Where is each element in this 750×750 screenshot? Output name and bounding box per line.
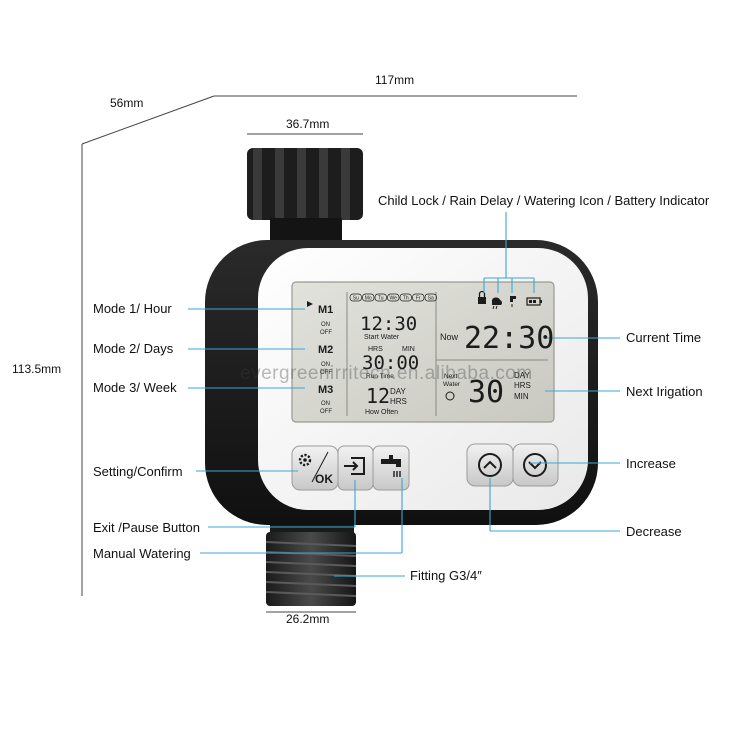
mode1-callout: Mode 1/ Hour xyxy=(93,301,172,316)
day-pill-label: We xyxy=(390,296,398,302)
clock-icon xyxy=(445,391,455,401)
mode2-on: ON xyxy=(321,362,330,368)
exit-callout: Exit /Pause Button xyxy=(93,520,200,535)
setting-callout: Setting/Confirm xyxy=(93,464,183,479)
watermark: evergreenirritech.en.alibaba.com xyxy=(240,363,533,384)
manual-watering-button[interactable] xyxy=(372,445,410,491)
mode3-off: OFF xyxy=(320,409,332,415)
lcd-status-icons xyxy=(478,290,542,310)
day-pill xyxy=(424,293,437,302)
rain-delay-icon xyxy=(491,297,502,310)
day-pill xyxy=(399,293,412,302)
next-irrigation-display: 30 xyxy=(468,375,504,410)
battery-icon xyxy=(526,297,542,306)
mode1-label: M1 xyxy=(318,304,333,316)
inlet-nut xyxy=(247,148,363,244)
next-min-label: MIN xyxy=(514,392,529,401)
frequency-day-label: DAY xyxy=(390,387,407,396)
day-pill-label: Th xyxy=(403,296,409,302)
faucet-icon xyxy=(381,455,401,477)
next-hrs-label: HRS xyxy=(514,381,531,390)
start-time-display: 12:30 xyxy=(360,313,417,335)
depth-dimension: 56mm xyxy=(110,96,144,110)
mode2-callout: Mode 2/ Days xyxy=(93,341,174,356)
water-label: Water xyxy=(443,381,461,388)
run-time-caption: Run Time xyxy=(366,373,394,380)
mode1-on: ON xyxy=(321,322,330,328)
inlet-dimension: 36.7mm xyxy=(286,117,330,131)
callout-lines xyxy=(188,212,620,577)
day-pill xyxy=(362,293,375,302)
current-time-callout: Current Time xyxy=(626,330,702,345)
day-pill xyxy=(374,293,387,302)
frequency-display: 12 xyxy=(366,384,390,408)
width-dimension: 117mm xyxy=(375,73,415,87)
day-pill-label: Tu xyxy=(378,296,384,302)
outlet-dimension: 26.2mm xyxy=(286,612,330,626)
how-often-caption: How Often xyxy=(365,409,398,416)
min-caption: MIN xyxy=(402,346,415,353)
mode-cursor-icon xyxy=(307,301,313,307)
height-dimension: 113.5mm xyxy=(12,362,62,376)
day-pill-label: Su xyxy=(353,296,359,302)
duration-display: 30:00 xyxy=(362,352,419,374)
day-pill-label: Mo xyxy=(365,296,372,302)
lcd-day-row: Su Mo Tu We Th Fr Sa xyxy=(349,293,437,302)
next-day-label: DAY xyxy=(514,371,531,380)
mode3-label: M3 xyxy=(318,384,333,396)
day-pill xyxy=(349,293,362,302)
decrease-button[interactable] xyxy=(512,443,559,487)
day-pill xyxy=(387,293,400,302)
outlet-fitting xyxy=(265,515,357,606)
mode3-callout: Mode 3/ Week xyxy=(93,380,177,395)
dimension-lines xyxy=(81,95,577,613)
mode3-on: ON xyxy=(321,401,330,407)
current-time-display: 22:30 xyxy=(464,321,554,356)
hrs-caption: HRS xyxy=(368,346,383,353)
next-irrigation-callout: Next Irigation xyxy=(626,384,703,399)
gear-icon xyxy=(298,453,312,467)
child-lock-icon xyxy=(478,290,486,304)
frequency-hrs-label: HRS xyxy=(390,397,407,406)
ok-label: OK xyxy=(315,472,333,486)
start-water-caption: Start Water xyxy=(364,334,400,341)
next-label: Next xyxy=(444,373,458,380)
chevron-up-icon xyxy=(478,453,502,477)
mode1-off: OFF xyxy=(320,330,332,336)
mode2-off: OFF xyxy=(320,370,332,376)
watering-icon xyxy=(510,296,516,307)
exit-icon xyxy=(344,457,365,475)
day-pill-label: Sa xyxy=(428,296,434,302)
fitting-callout: Fitting G3/4″ xyxy=(410,568,482,583)
chevron-down-icon xyxy=(523,453,547,477)
now-label: Now xyxy=(440,332,459,342)
mode2-label: M2 xyxy=(318,344,333,356)
day-pill-label: Fr xyxy=(416,296,421,302)
exit-pause-button[interactable] xyxy=(337,445,374,491)
decrease-callout: Decrease xyxy=(626,524,682,539)
status-icons-callout: Child Lock / Rain Delay / Watering Icon … xyxy=(378,193,710,208)
lcd-panel xyxy=(291,281,555,423)
day-pill xyxy=(412,293,425,302)
increase-callout: Increase xyxy=(626,456,676,471)
manual-callout: Manual Watering xyxy=(93,546,191,561)
